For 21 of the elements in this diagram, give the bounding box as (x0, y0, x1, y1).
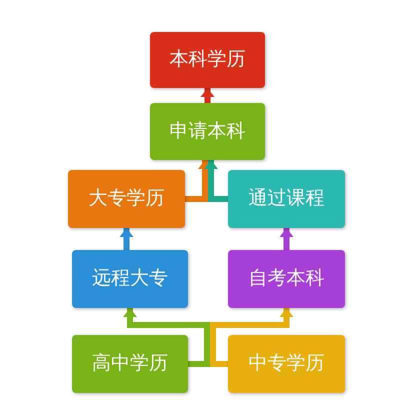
arrow (204, 160, 228, 202)
arrow (120, 228, 134, 250)
process-box (72, 335, 188, 393)
process-box (228, 170, 345, 228)
process-box (228, 250, 345, 308)
box-label: 申请本科 (170, 120, 246, 144)
box-label: 大专学历 (88, 187, 164, 211)
process-box (228, 335, 345, 393)
box-label: 本科学历 (170, 48, 246, 72)
box-label: 远程大专 (92, 267, 168, 291)
box-label: 自考本科 (248, 267, 324, 291)
arrow (280, 228, 294, 250)
box-label: 高中学历 (92, 352, 168, 376)
arrow (123, 308, 210, 367)
box-label: 中专学历 (248, 352, 324, 376)
process-box (150, 103, 265, 160)
box-label: 通过课程 (248, 187, 324, 211)
arrow (200, 88, 214, 103)
process-box (150, 32, 265, 88)
process-box (68, 170, 185, 228)
process-box (72, 250, 188, 308)
